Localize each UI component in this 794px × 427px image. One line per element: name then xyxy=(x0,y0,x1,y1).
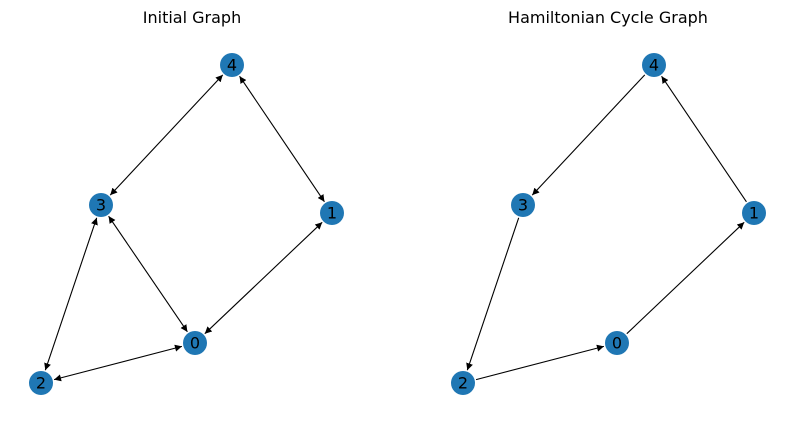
edge-hamiltonian-2-0 xyxy=(475,344,605,381)
node-initial-3: 3 xyxy=(89,193,113,217)
node-label-hamiltonian-0: 0 xyxy=(612,334,622,353)
node-circle-hamiltonian-0 xyxy=(605,331,629,355)
panel-title-hamiltonian: Hamiltonian Cycle Graph xyxy=(508,8,708,27)
node-circle-hamiltonian-4 xyxy=(642,53,666,77)
edge-hamiltonian-3-2 xyxy=(466,217,520,371)
node-label-initial-0: 0 xyxy=(190,334,200,353)
node-circle-initial-4 xyxy=(220,53,244,77)
edge-hamiltonian-4-3 xyxy=(531,74,646,196)
edge-initial-2-3 xyxy=(44,217,98,371)
node-label-hamiltonian-1: 1 xyxy=(749,204,759,223)
node-label-initial-2: 2 xyxy=(36,374,46,393)
node-circle-hamiltonian-3 xyxy=(511,193,535,217)
node-hamiltonian-4: 4 xyxy=(642,53,666,77)
node-initial-1: 1 xyxy=(320,201,344,225)
node-layer-hamiltonian: 0 1 2 3 4 xyxy=(451,53,766,395)
panel-title-initial: Initial Graph xyxy=(143,8,241,27)
panel-hamiltonian-cycle-graph: Hamiltonian Cycle Graph 0 1 2 3 4 xyxy=(451,8,766,395)
node-layer-initial: 0 1 2 3 4 xyxy=(29,53,344,395)
node-circle-initial-0 xyxy=(183,331,207,355)
node-circle-hamiltonian-1 xyxy=(742,201,766,225)
edge-initial-3-4 xyxy=(109,74,224,196)
node-circle-initial-2 xyxy=(29,371,53,395)
node-label-hamiltonian-3: 3 xyxy=(518,196,528,215)
node-label-initial-1: 1 xyxy=(327,204,337,223)
edge-initial-0-2 xyxy=(53,344,183,382)
edge-hamiltonian-0-1 xyxy=(626,221,745,335)
edge-initial-1-4 xyxy=(239,75,325,203)
node-initial-2: 2 xyxy=(29,371,53,395)
node-label-hamiltonian-4: 4 xyxy=(649,56,659,75)
edge-layer-hamiltonian xyxy=(466,74,747,381)
node-circle-initial-1 xyxy=(320,201,344,225)
edge-initial-0-3 xyxy=(108,215,188,333)
node-circle-initial-3 xyxy=(89,193,113,217)
panel-initial-graph: Initial Graph 0 1 2 3 4 xyxy=(29,8,344,395)
node-label-initial-3: 3 xyxy=(96,196,106,215)
edge-layer-initial xyxy=(44,74,325,382)
node-label-initial-4: 4 xyxy=(227,56,237,75)
node-initial-0: 0 xyxy=(183,331,207,355)
node-hamiltonian-0: 0 xyxy=(605,331,629,355)
node-circle-hamiltonian-2 xyxy=(451,371,475,395)
node-initial-4: 4 xyxy=(220,53,244,77)
edge-hamiltonian-1-4 xyxy=(661,75,747,203)
node-hamiltonian-2: 2 xyxy=(451,371,475,395)
node-hamiltonian-3: 3 xyxy=(511,193,535,217)
node-hamiltonian-1: 1 xyxy=(742,201,766,225)
node-label-hamiltonian-2: 2 xyxy=(458,374,468,393)
edge-initial-0-1 xyxy=(204,221,323,335)
